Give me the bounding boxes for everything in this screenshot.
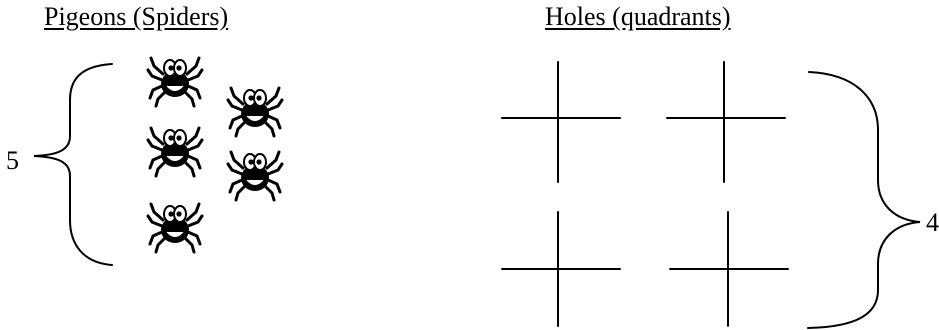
holes-brace xyxy=(807,71,921,329)
quadrant-cross-icon xyxy=(666,61,786,183)
spider-icon xyxy=(146,56,204,108)
quadrant-cross-icon xyxy=(501,61,621,183)
quadrant-cross-icon xyxy=(501,211,621,327)
pigeons-heading: Pigeons (Spiders) xyxy=(44,2,229,31)
pigeons-brace xyxy=(33,63,113,266)
holes-heading: Holes (quadrants) xyxy=(545,2,731,31)
spider-icon xyxy=(226,86,284,138)
holes-count-label: 4 xyxy=(926,208,939,237)
spider-icon xyxy=(146,202,204,254)
spider-icon xyxy=(146,126,204,178)
quadrant-cross-icon xyxy=(669,211,789,327)
spider-icon xyxy=(226,150,284,202)
pigeons-count-label: 5 xyxy=(6,146,19,175)
